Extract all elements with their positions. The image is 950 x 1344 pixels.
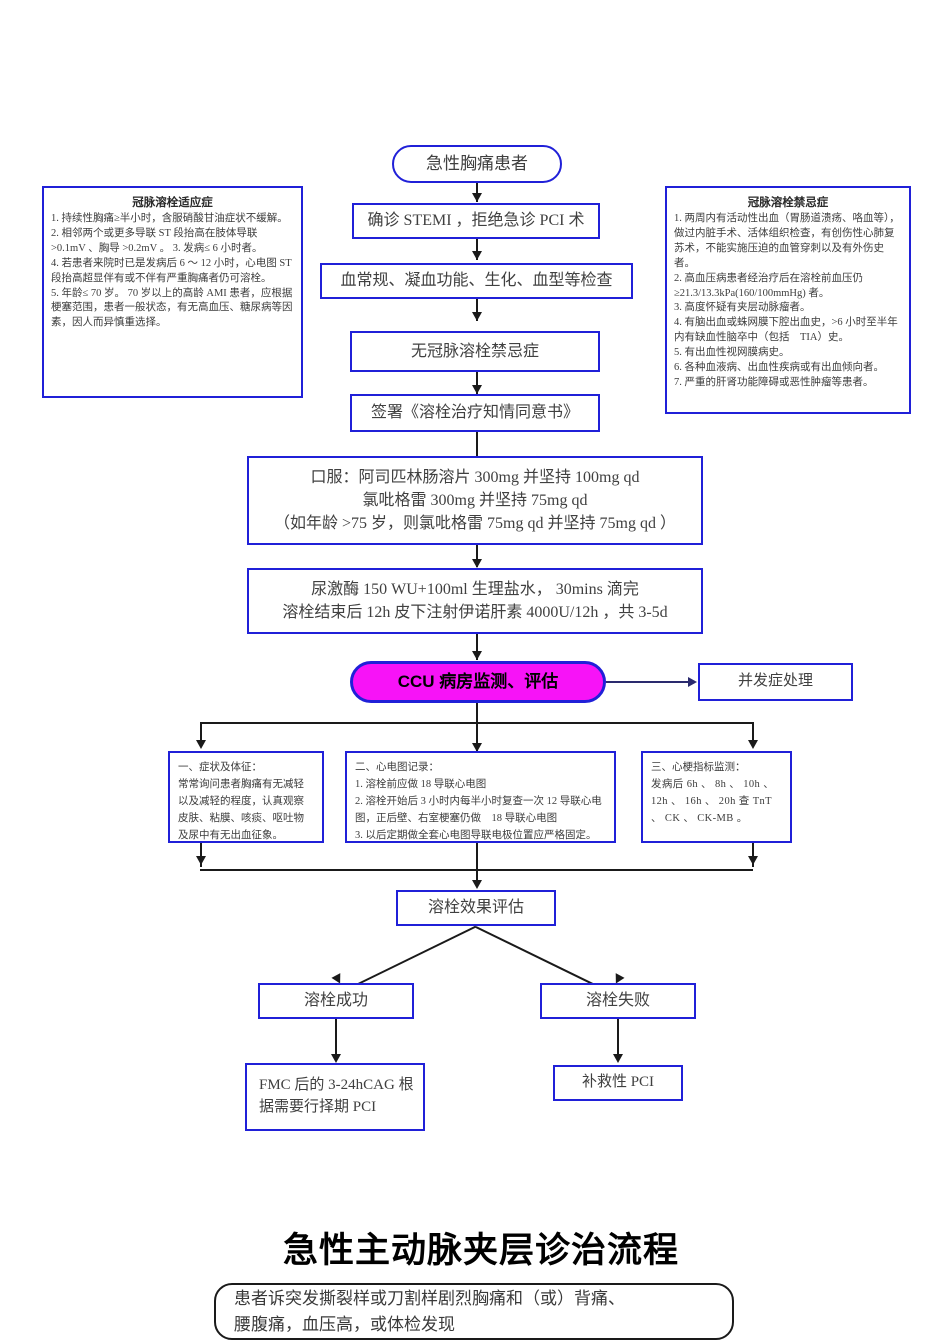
- node-elective-pci-label: FMC 后的 3-24hCAG 根 据需要行择期 PCI: [259, 1077, 414, 1115]
- arrowhead-failure-down: [613, 1054, 623, 1063]
- connector-ccu-stem-down: [476, 703, 478, 751]
- panel-contraindications-title: 冠脉溶栓禁忌症: [747, 197, 829, 209]
- arrowhead-ccu-to-mbox3: [748, 740, 758, 749]
- node-consent-label: 签署《溶栓治疗知情同意书》: [370, 404, 579, 422]
- connector-start-to-confirm: [476, 183, 478, 202]
- connector-ccu-fanout-right: [752, 722, 754, 744]
- node-ccu-monitoring[interactable]: CCU 病房监测、评估: [350, 661, 606, 703]
- monitor-box-biomarkers-body: 发病后 6h 、 8h 、 10h 、 12h 、 16h 、 20h 查 Tn…: [651, 779, 775, 824]
- node-labs-label: 血常规、凝血功能、生化、血型等检查: [340, 272, 613, 290]
- arrowhead-confirm-to-labs: [472, 251, 482, 260]
- node-thrombolysis-label: 尿激酶 150 WU+100ml 生理盐水， 30mins 滴完 溶栓结束后 1…: [282, 580, 668, 621]
- node-elective-pci[interactable]: FMC 后的 3-24hCAG 根 据需要行择期 PCI: [245, 1063, 425, 1131]
- node-aortic-presentation-label: 患者诉突发撕裂样或刀割样剧烈胸痛和（或）背痛、 腰腹痛，血压高，或体检发现: [234, 1289, 625, 1334]
- connector-mbox3-down: [752, 843, 754, 867]
- arrowhead-oral-to-thrombolysis: [472, 559, 482, 568]
- connector-converge-to-evaluate: [476, 843, 478, 887]
- node-oral-medication-label: 口服：阿司匹林肠溶片 300mg 并坚持 100mg qd 氯吡格雷 300mg…: [274, 468, 676, 533]
- monitor-box-ecg-title: 二、心电图记录：: [355, 762, 439, 773]
- monitor-box-symptoms-title: 一、症状及体征：: [178, 762, 262, 773]
- node-consent[interactable]: 签署《溶栓治疗知情同意书》: [350, 394, 600, 432]
- panel-indications[interactable]: 冠脉溶栓适应症 1. 持续性胸痛≥半小时，含服硝酸甘油症状不缓解。 2. 相邻两…: [42, 186, 303, 398]
- node-oral-medication[interactable]: 口服：阿司匹林肠溶片 300mg 并坚持 100mg qd 氯吡格雷 300mg…: [247, 456, 703, 545]
- arrowhead-labs-to-nocontra: [472, 312, 482, 321]
- connector-success-down: [335, 1019, 337, 1061]
- panel-contraindications-body: 1. 两周内有活动性出血（胃肠道溃疡、咯血等），做过内脏手术、活体组织检查，有创…: [674, 213, 900, 388]
- node-confirm-stemi[interactable]: 确诊 STEMI ，拒绝急诊 PCI 术: [352, 203, 600, 239]
- connector-oral-to-thrombolysis: [476, 545, 478, 567]
- connector-ccu-to-complication: [606, 681, 690, 683]
- arrowhead-converge-to-evaluate: [472, 880, 482, 889]
- arrowhead-start-to-confirm: [472, 193, 482, 202]
- monitor-box-symptoms-body: 常常询问患者胸痛有无减轻以及减轻的程度，认真观察皮肤、粘膜、咳痰、呕吐物及尿中有…: [178, 779, 304, 841]
- node-thrombolysis-failure[interactable]: 溶栓失败: [540, 983, 696, 1019]
- node-rescue-pci-label: 补救性 PCI: [581, 1074, 655, 1091]
- arrowhead-ccu-to-mbox2: [472, 743, 482, 752]
- node-aortic-presentation[interactable]: 患者诉突发撕裂样或刀割样剧烈胸痛和（或）背痛、 腰腹痛，血压高，或体检发现: [214, 1283, 734, 1340]
- node-evaluate-result[interactable]: 溶栓效果评估: [396, 890, 556, 926]
- connector-consent-to-oral: [476, 432, 478, 456]
- monitor-box-symptoms[interactable]: 一、症状及体征： 常常询问患者胸痛有无减轻以及减轻的程度，认真观察皮肤、粘膜、咳…: [168, 751, 324, 843]
- node-complication-label: 并发症处理: [737, 673, 813, 690]
- node-labs[interactable]: 血常规、凝血功能、生化、血型等检查: [320, 263, 633, 299]
- node-confirm-stemi-label: 确诊 STEMI ，拒绝急诊 PCI 术: [367, 212, 585, 230]
- arrowhead-mbox1-down: [196, 856, 206, 865]
- connector-ccu-fanout-left: [200, 722, 202, 744]
- node-no-contraindication[interactable]: 无冠脉溶栓禁忌症: [350, 331, 600, 372]
- connector-thrombolysis-to-ccu: [476, 634, 478, 660]
- node-evaluate-result-label: 溶栓效果评估: [427, 899, 524, 917]
- node-start[interactable]: 急性胸痛患者: [392, 145, 562, 183]
- node-start-label: 急性胸痛患者: [426, 153, 528, 173]
- panel-indications-body: 1. 持续性胸痛≥半小时，含服硝酸甘油症状不缓解。 2. 相邻两个或更多导联 S…: [51, 213, 293, 329]
- arrowhead-thrombolysis-to-ccu: [472, 651, 482, 660]
- node-no-contraindication-label: 无冠脉溶栓禁忌症: [410, 342, 539, 360]
- node-thrombolysis[interactable]: 尿激酶 150 WU+100ml 生理盐水， 30mins 滴完 溶栓结束后 1…: [247, 568, 703, 634]
- monitor-box-ecg[interactable]: 二、心电图记录： 1. 溶栓前应做 18 导联心电图 2. 溶栓开始后 3 小时…: [345, 751, 616, 843]
- panel-indications-title: 冠脉溶栓适应症: [132, 197, 213, 209]
- connector-ccu-fanout-bar: [200, 722, 753, 724]
- arrowhead-success-down: [331, 1054, 341, 1063]
- monitor-box-ecg-body: 1. 溶栓前应做 18 导联心电图 2. 溶栓开始后 3 小时内每半小时复查一次…: [355, 779, 602, 841]
- node-complication[interactable]: 并发症处理: [698, 663, 853, 701]
- node-thrombolysis-success-label: 溶栓成功: [303, 992, 368, 1010]
- arrowhead-nocontra-to-consent: [472, 385, 482, 394]
- connector-confirm-to-labs: [476, 239, 478, 260]
- connector-failure-down: [617, 1019, 619, 1061]
- connector-mbox1-down: [200, 843, 202, 867]
- arrowhead-mbox3-down: [748, 856, 758, 865]
- panel-contraindications[interactable]: 冠脉溶栓禁忌症 1. 两周内有活动性出血（胃肠道溃疡、咯血等），做过内脏手术、活…: [665, 186, 911, 414]
- node-ccu-monitoring-label: CCU 病房监测、评估: [397, 671, 559, 691]
- arrowhead-ccu-to-complication: [688, 677, 697, 687]
- monitor-box-biomarkers-title: 三、心梗指标监测：: [651, 762, 746, 773]
- node-rescue-pci[interactable]: 补救性 PCI: [553, 1065, 683, 1101]
- arrowhead-ccu-to-mbox1: [196, 740, 206, 749]
- node-thrombolysis-failure-label: 溶栓失败: [585, 992, 650, 1010]
- node-thrombolysis-success[interactable]: 溶栓成功: [258, 983, 414, 1019]
- monitor-box-biomarkers[interactable]: 三、心梗指标监测： 发病后 6h 、 8h 、 10h 、 12h 、 16h …: [641, 751, 792, 843]
- connector-nocontra-to-consent: [476, 372, 478, 394]
- connector-labs-to-nocontra: [476, 299, 478, 321]
- aortic-section-title: 急性主动脉夹层诊治流程: [283, 1231, 680, 1270]
